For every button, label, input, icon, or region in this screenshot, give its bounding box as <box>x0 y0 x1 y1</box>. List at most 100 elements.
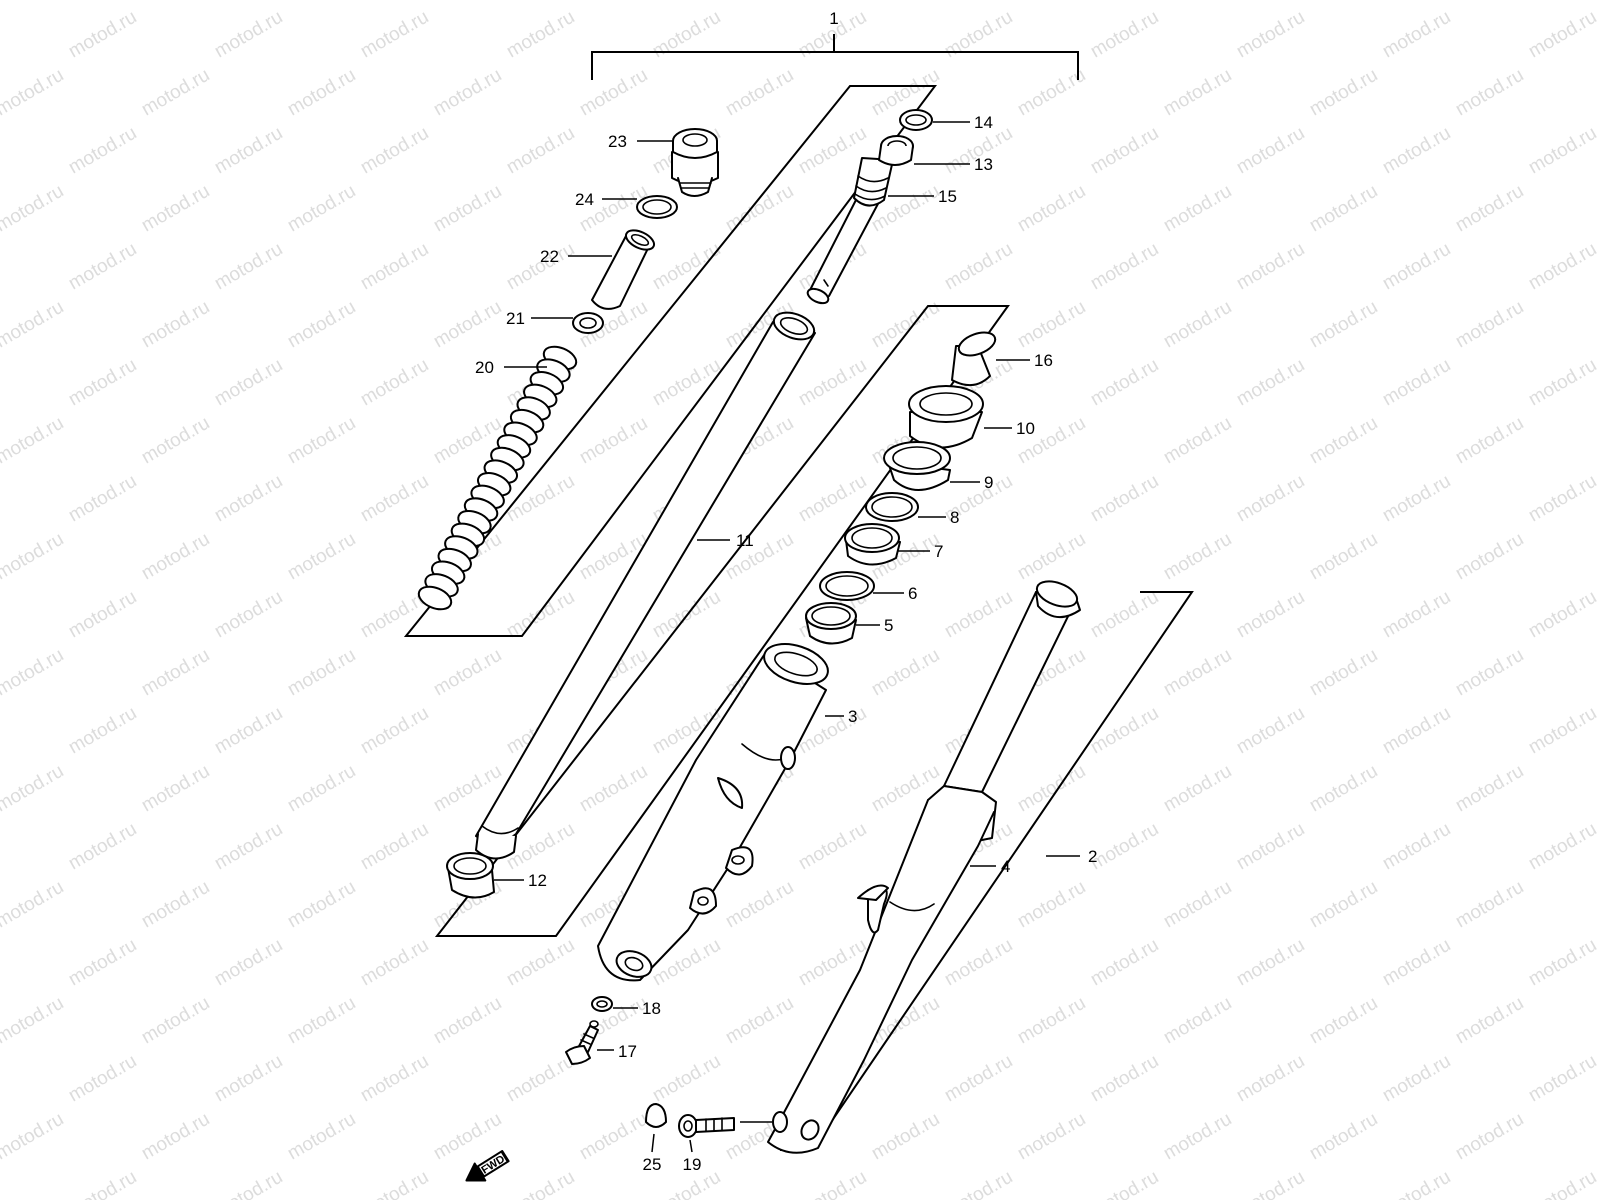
watermark-text: motod.ru <box>0 65 67 121</box>
watermark-text: motod.ru <box>211 123 286 179</box>
watermark-text: motod.ru <box>1306 413 1381 469</box>
watermark-text: motod.ru <box>430 0 505 4</box>
callout-6: 6 <box>908 584 917 603</box>
watermark-text: motod.ru <box>0 993 67 1049</box>
watermark-text: motod.ru <box>430 993 505 1049</box>
watermark-text: motod.ru <box>1452 181 1527 237</box>
watermark-text: motod.ru <box>1014 529 1089 585</box>
callout-14: 14 <box>974 113 993 132</box>
fwd-arrow-icon: FWD <box>465 1150 510 1182</box>
watermark-text: motod.ru <box>1087 355 1162 411</box>
watermark-text: motod.ru <box>1160 993 1235 1049</box>
watermark-text: motod.ru <box>1525 703 1600 759</box>
watermark-text: motod.ru <box>0 761 67 817</box>
watermark-text: motod.ru <box>1306 0 1381 4</box>
watermark-text: motod.ru <box>284 877 359 933</box>
watermark-text: motod.ru <box>1087 587 1162 643</box>
watermark-text: motod.ru <box>1452 297 1527 353</box>
outer-tube-left <box>597 643 829 982</box>
group-frame-spring <box>403 85 938 637</box>
seal-retainer <box>883 441 951 491</box>
watermark-text: motod.ru <box>211 471 286 527</box>
watermark-text: motod.ru <box>1233 1051 1308 1107</box>
callout-12: 12 <box>528 871 547 890</box>
watermark-text: motod.ru <box>65 819 140 875</box>
watermark-text: motod.ru <box>0 1109 67 1165</box>
watermark-text: motod.ru <box>357 819 432 875</box>
watermark-text: motod.ru <box>211 355 286 411</box>
watermark-text: motod.ru <box>795 819 870 875</box>
watermark-text: motod.ru <box>0 529 67 585</box>
watermark-text: motod.ru <box>0 413 67 469</box>
axle-pinch-bolt <box>678 1114 735 1138</box>
watermark-text: motod.ru <box>1306 529 1381 585</box>
watermark-text: motod.ru <box>1014 0 1089 4</box>
watermark-text: motod.ru <box>138 413 213 469</box>
callout-16: 16 <box>1034 351 1053 370</box>
watermark-text: motod.ru <box>0 297 67 353</box>
watermark-text: motod.ru <box>1160 0 1235 4</box>
watermark-text: motod.ru <box>1233 471 1308 527</box>
oil-lock-piece <box>951 331 997 387</box>
drain-gasket <box>591 996 613 1012</box>
leader-lines <box>494 121 1080 1153</box>
callout-15: 15 <box>938 187 957 206</box>
spring-coil <box>417 585 453 611</box>
watermark-text: motod.ru <box>138 993 213 1049</box>
watermark-text: motod.ru <box>357 355 432 411</box>
watermark-text: motod.ru <box>1379 703 1454 759</box>
watermark-text: motod.ru <box>1233 703 1308 759</box>
watermark-text: motod.ru <box>1379 587 1454 643</box>
fork-cap-bolt <box>671 128 719 197</box>
watermark-text: motod.ru <box>1379 239 1454 295</box>
watermark-text: motod.ru <box>1160 529 1235 585</box>
group-frame-cylinder <box>434 305 1010 937</box>
watermark-text: motod.ru <box>941 239 1016 295</box>
watermark-text: motod.ru <box>138 645 213 701</box>
watermark-text: motod.ru <box>1160 65 1235 121</box>
watermark-text: motod.ru <box>430 181 505 237</box>
watermark-text: motod.ru <box>1306 181 1381 237</box>
watermark-text: motod.ru <box>795 355 870 411</box>
watermark-text: motod.ru <box>1160 761 1235 817</box>
watermark-text: motod.ru <box>1233 1167 1308 1200</box>
watermark-text: motod.ru <box>722 181 797 237</box>
watermark-text: motod.ru <box>1306 1109 1381 1165</box>
watermark-text: motod.ru <box>1379 1167 1454 1200</box>
watermark-text: motod.ru <box>0 181 67 237</box>
watermark-text: motod.ru <box>1087 123 1162 179</box>
watermark-text: motod.ru <box>65 355 140 411</box>
watermark-text: motod.ru <box>1233 123 1308 179</box>
watermark-text: motod.ru <box>503 1051 578 1107</box>
watermark-text: motod.ru <box>1306 297 1381 353</box>
spring-spacer <box>591 229 656 310</box>
watermark-text: motod.ru <box>284 529 359 585</box>
watermark-text: motod.ru <box>65 471 140 527</box>
watermark-text: motod.ru <box>503 1167 578 1200</box>
watermark-text: motod.ru <box>1452 993 1527 1049</box>
watermark-text: motod.ru <box>65 123 140 179</box>
watermark-text: motod.ru <box>576 65 651 121</box>
watermark-text: motod.ru <box>1525 819 1600 875</box>
watermark-text: motod.ru <box>722 0 797 4</box>
watermark-text: motod.ru <box>1087 935 1162 991</box>
watermark-text: motod.ru <box>722 877 797 933</box>
watermark-text: motod.ru <box>1525 123 1600 179</box>
callout-5: 5 <box>884 616 893 635</box>
callout-10: 10 <box>1016 419 1035 438</box>
callout-2: 2 <box>1088 847 1097 866</box>
watermark-text: motod.ru <box>138 529 213 585</box>
watermark-text: motod.ru <box>868 1109 943 1165</box>
dust-seal <box>908 385 984 449</box>
watermark-text: motod.ru <box>138 297 213 353</box>
watermark-text: motod.ru <box>1087 7 1162 63</box>
watermark-text: motod.ru <box>1233 587 1308 643</box>
callout-17: 17 <box>618 1042 637 1061</box>
watermark-text: motod.ru <box>1160 297 1235 353</box>
watermark-text: motod.ru <box>284 65 359 121</box>
callout-25: 25 <box>643 1155 662 1174</box>
watermark-text: motod.ru <box>1379 1051 1454 1107</box>
outer-tube-right <box>767 580 1081 1154</box>
guide-bushing <box>446 852 495 899</box>
